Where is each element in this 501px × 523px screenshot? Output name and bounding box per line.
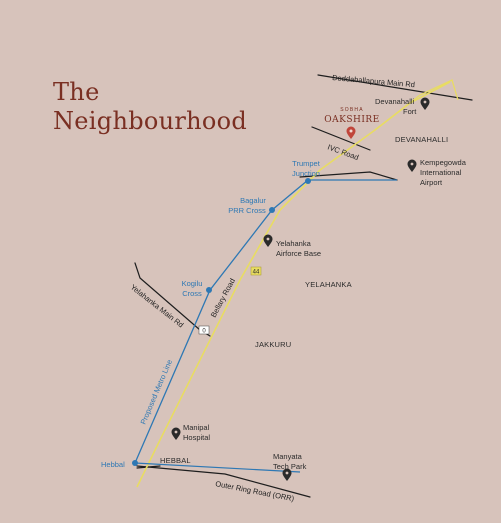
yelahanka-main-road-label: Yelahanka Main Rd xyxy=(129,282,186,329)
airport-label-line-3: Airport xyxy=(420,178,443,187)
station-trumpet-label-2: Junction xyxy=(292,169,320,178)
project-pin-dot xyxy=(349,129,353,133)
manyata-label-line-2: Tech Park xyxy=(273,462,307,471)
project-brand: SOBHA xyxy=(340,107,364,113)
airforce-pin-icon xyxy=(263,234,273,247)
station-kogilu-label-2: Cross xyxy=(182,289,202,298)
project-name: OAKSHIRE xyxy=(324,115,380,125)
station-bagalur-label-1: Bagalur xyxy=(240,196,266,205)
airport-label-line-2: International xyxy=(420,168,462,177)
junction-shield-label: 0 xyxy=(202,329,206,335)
ivc-road-line xyxy=(311,126,371,151)
title-line-1: The xyxy=(53,78,100,106)
station-kogilu-dot xyxy=(206,287,212,293)
airport-label-line-1: Kempegowda xyxy=(420,158,467,167)
manyata-pin-icon xyxy=(282,468,292,481)
project-pin-icon xyxy=(346,126,356,139)
station-trumpet-label-1: Trumpet xyxy=(292,159,321,168)
orr-road-line xyxy=(136,465,311,498)
map-title: The Neighbourhood xyxy=(53,78,247,136)
junction-shield xyxy=(198,325,210,335)
airforce-label-line-1: Yelahanka xyxy=(276,239,312,248)
orr-road-label: Outer Ring Road (ORR) xyxy=(215,479,296,503)
area-hebbal: HEBBAL xyxy=(160,456,191,465)
airport-road-line xyxy=(299,171,398,181)
devanahalli-branch-line xyxy=(374,79,459,131)
station-hebbal-dot xyxy=(132,460,138,466)
title-line-2: Neighbourhood xyxy=(53,107,248,135)
manipal-label-line-2: Hospital xyxy=(183,433,210,442)
nh44-shield-label: 44 xyxy=(253,270,260,276)
station-kogilu-label-1: Kogilu xyxy=(182,279,203,288)
metro-line-label: Proposed Metro Line xyxy=(139,358,174,426)
fort-label-line-1: Devanahalli xyxy=(375,97,415,106)
manipal-label-line-1: Manipal xyxy=(183,423,210,432)
airforce-label-line-2: Airforce Base xyxy=(276,249,321,258)
fort-pin-icon xyxy=(420,97,430,110)
station-hebbal-label: Hebbal xyxy=(101,460,125,469)
hebbal-link-line xyxy=(136,465,161,469)
manipal-pin-icon xyxy=(171,427,181,440)
metro-hebbal-spur xyxy=(134,462,301,473)
station-trumpet-dot xyxy=(305,178,311,184)
doddaballapura-road-label: Doddaballapura Main Rd xyxy=(332,73,415,89)
area-devanahalli: DEVANAHALLI xyxy=(395,135,448,144)
doddaballapura-road-line xyxy=(317,74,473,101)
station-bagalur-label-2: PRR Cross xyxy=(228,206,266,215)
fort-label-line-2: Fort xyxy=(403,107,417,116)
station-bagalur-dot xyxy=(269,207,275,213)
nh44-shield xyxy=(250,266,262,276)
area-jakkuru: JAKKURU xyxy=(255,340,291,349)
manyata-label-line-1: Manyata xyxy=(273,452,303,461)
area-yelahanka: YELAHANKA xyxy=(305,280,352,289)
airport-pin-icon xyxy=(407,159,417,172)
